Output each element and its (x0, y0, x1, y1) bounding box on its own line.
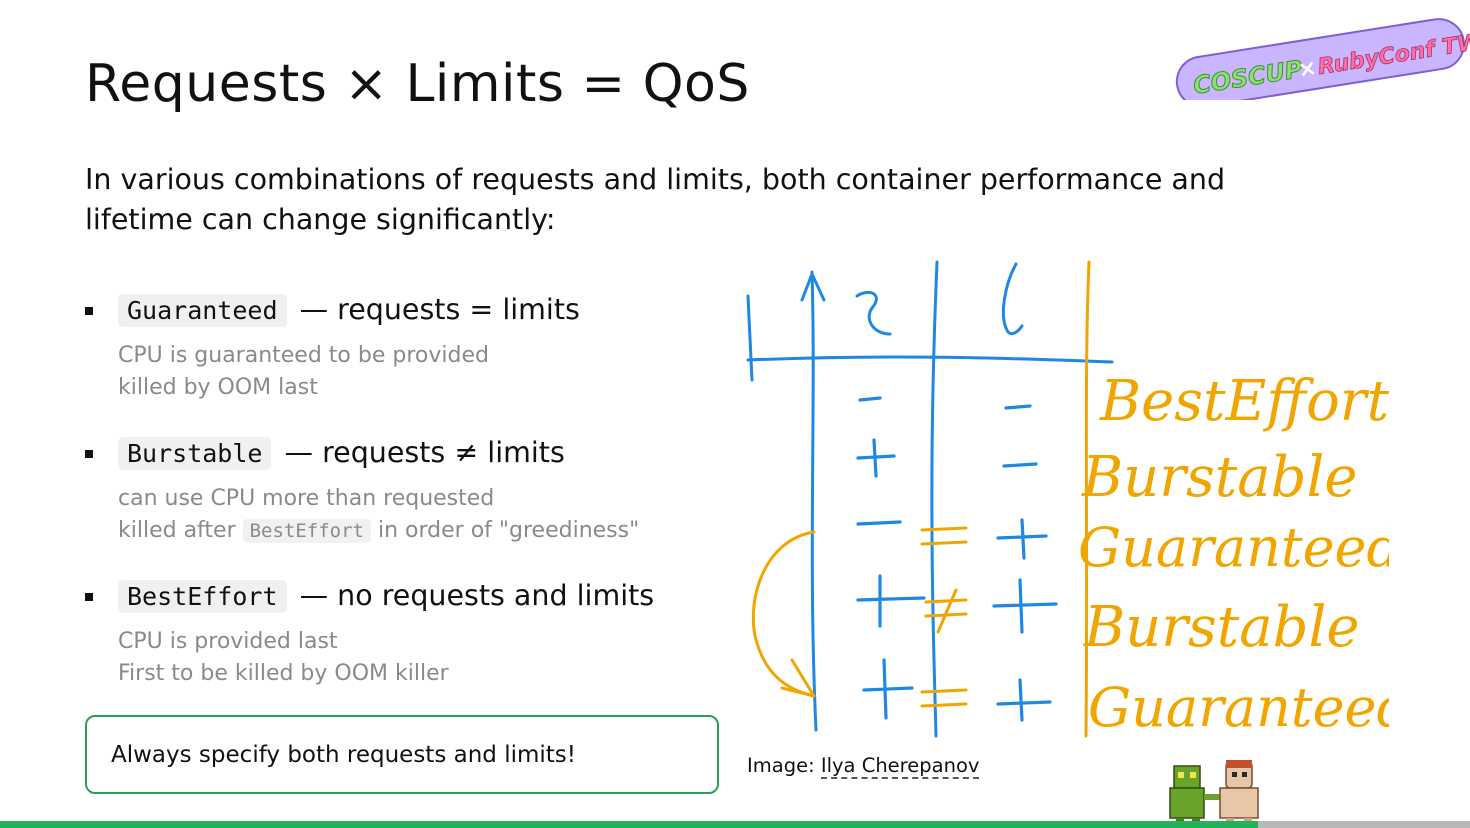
mark-plus (992, 578, 1058, 634)
bullet-icon (85, 307, 93, 315)
item-description: can use CPU more than requested killed a… (118, 483, 639, 547)
list-item-burstable: Burstable — requests ≠ limits can use CP… (85, 433, 735, 576)
label-guaranteed: Guaranteed (1078, 516, 1389, 579)
arrow-head-icon (780, 658, 816, 698)
bullet-icon (85, 593, 93, 601)
slide-title: Requests × Limits = QoS (85, 54, 750, 114)
grid-line (810, 270, 818, 732)
item-headline: BestEffort — no requests and limits (118, 576, 654, 617)
handwritten-labels: BestEffort Burstable Guaranteed Burstabl… (1078, 369, 1389, 739)
description-line: CPU is provided last (118, 629, 338, 654)
description-line: can use CPU more than requested (118, 486, 495, 511)
qos-class-list: Guaranteed — requests = limits CPU is gu… (85, 290, 735, 719)
arrow-up-icon (800, 272, 826, 302)
orange-annotations (751, 260, 1091, 738)
description-line: killed after BestEffort in order of "gre… (118, 515, 639, 548)
callout-text: Always specify both requests and limits! (111, 741, 576, 768)
mark-minus (1004, 404, 1032, 410)
description-text: killed after (118, 517, 243, 543)
mark-equals (920, 688, 968, 708)
mark-minus (856, 520, 902, 526)
grid-line (930, 260, 939, 738)
label-burstable: Burstable (1083, 595, 1360, 660)
divider-line (1084, 260, 1091, 738)
table-grid (746, 260, 1114, 738)
description-line: killed by OOM last (118, 374, 318, 400)
label-besteffort: BestEffort (1099, 369, 1389, 434)
mark-plus (856, 438, 896, 478)
mascots-image (1169, 760, 1259, 828)
description-line: First to be killed by OOM killer (118, 660, 449, 686)
grid-line (746, 355, 1114, 364)
callout-box: Always specify both requests and limits! (85, 715, 719, 794)
credit-prefix: Image: (747, 754, 821, 777)
mark-equals (920, 526, 968, 546)
mark-minus (858, 396, 882, 402)
column-headers (855, 262, 1024, 336)
mark-minus (1002, 462, 1038, 468)
item-headline: Burstable — requests ≠ limits (118, 433, 565, 474)
mark-plus (996, 518, 1048, 560)
mark-not-equals (924, 588, 968, 634)
handwritten-qos-table-image: BestEffort Burstable Guaranteed Burstabl… (746, 260, 1389, 739)
green-monster-icon (1169, 765, 1220, 828)
code-burstable: Burstable (118, 437, 272, 470)
intro-text: In various combinations of requests and … (85, 163, 1226, 236)
bullet-icon (85, 450, 93, 458)
beige-monster-icon (1219, 760, 1259, 828)
image-credit: Image: Ilya Cherepanov (747, 754, 980, 779)
mark-plus (856, 574, 926, 628)
code-besteffort-inline: BestEffort (242, 518, 371, 543)
grid-line (746, 294, 754, 382)
list-item-besteffort: BestEffort — no requests and limits CPU … (85, 576, 735, 719)
item-headline: Guaranteed — requests = limits (118, 290, 580, 331)
mark-plus (862, 658, 914, 720)
table-marks (856, 396, 1058, 722)
item-rule: — requests = limits (290, 293, 580, 326)
item-rule: — no requests and limits (290, 579, 655, 612)
credit-author-link[interactable]: Ilya Cherepanov (820, 754, 980, 779)
header-l (1001, 262, 1024, 336)
item-description: CPU is guaranteed to be provided killed … (118, 340, 489, 403)
description-text: in order of "greediness" (371, 517, 640, 543)
coscup-rubyconf-logo: COSCUP × RubyConf TW (1175, 18, 1470, 100)
curved-arrow (751, 530, 816, 698)
code-besteffort: BestEffort (118, 580, 287, 613)
logo-cross: × (1296, 56, 1318, 84)
mark-plus (996, 678, 1052, 722)
code-guaranteed: Guaranteed (118, 294, 287, 327)
label-guaranteed: Guaranteed (1088, 676, 1389, 739)
item-description: CPU is provided last First to be killed … (118, 626, 449, 689)
description-line: CPU is guaranteed to be provided (118, 343, 489, 368)
item-rule: — requests ≠ limits (275, 436, 565, 469)
label-burstable: Burstable (1081, 445, 1358, 510)
list-item-guaranteed: Guaranteed — requests = limits CPU is gu… (85, 290, 735, 433)
bottom-accent-bar (0, 821, 1470, 828)
header-r (855, 291, 892, 336)
bottom-accent-bar-end (1258, 821, 1470, 828)
